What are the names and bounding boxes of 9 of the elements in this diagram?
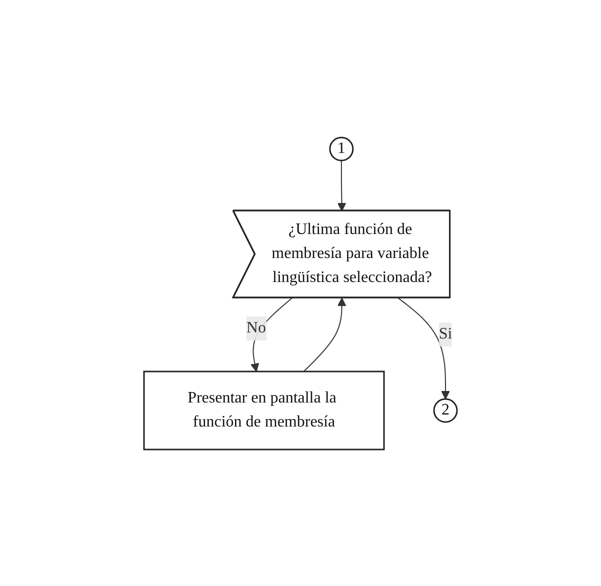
- node-box: Presentar en pantalla la función de membresía: [143, 370, 385, 450]
- arrow: [303, 297, 346, 372]
- edge-label: No: [246, 319, 266, 336]
- arrow: [250, 297, 293, 372]
- edge-label: Si: [438, 325, 452, 342]
- arrow: [337, 160, 346, 212]
- arrow: [398, 297, 450, 400]
- node-circle: 1: [329, 136, 354, 161]
- node-circle: 2: [433, 398, 458, 422]
